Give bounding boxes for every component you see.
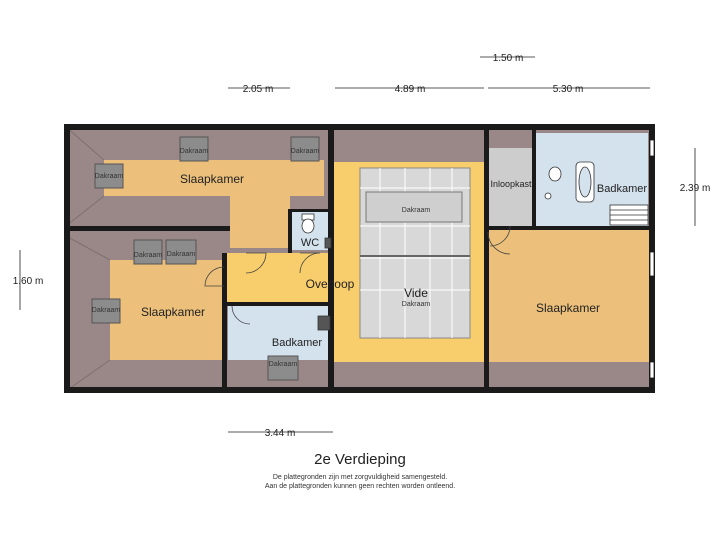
bedroom-bottom-left-floor: [110, 260, 224, 360]
disclaimer-line-1: De plattegronden zijn met zorgvuldigheid…: [272, 474, 448, 481]
skylight-label-5: Dakraam: [167, 251, 196, 258]
fixtures: [301, 161, 649, 331]
bedroom-top-left-floor: [104, 160, 324, 248]
bathtub-inner-icon: [578, 166, 592, 198]
room-label-void: Vide: [404, 286, 428, 300]
dimension-right-side: 2.39 m: [680, 183, 711, 194]
dimension-left-side: 1.60 m: [13, 276, 44, 287]
skylight-6: [91, 298, 121, 324]
skylight-3: [94, 163, 124, 189]
skylight-label-3: Dakraam: [95, 173, 124, 180]
skylight-label-4: Dakraam: [134, 252, 163, 259]
room-label-bathroom-small: Badkamer: [272, 337, 322, 349]
dimension-top-mid: 4.89 m: [395, 84, 426, 95]
room-label-walk-in-closet: Inloopkast: [490, 179, 532, 189]
skylight-label-void-bottom: Dakraam: [402, 301, 431, 308]
room-label-bathroom-right: Badkamer: [597, 183, 647, 195]
skylight-5: [165, 239, 197, 265]
disclaimer-line-2: Aan de plattegronden kunnen geen rechten…: [264, 483, 456, 490]
dimension-top-small: 1.50 m: [493, 53, 524, 64]
dimension-top-left: 2.05 m: [243, 84, 274, 95]
skylight-label-1: Dakraam: [180, 148, 209, 155]
dimension-bottom: 3.44 m: [265, 428, 296, 439]
dimension-top-right: 5.30 m: [553, 84, 584, 95]
door-swings: [204, 225, 511, 325]
skylight-label-7: Dakraam: [269, 361, 298, 368]
room-label-landing: Overloop: [306, 277, 355, 291]
floor-title: 2e Verdieping: [314, 451, 406, 468]
room-label-bedroom-bottom-left: Slaapkamer: [141, 305, 205, 319]
skylight-label-6: Dakraam: [92, 307, 121, 314]
skylight-4: [133, 239, 163, 265]
walk-in-closet-floor: [488, 148, 534, 227]
skylight-label-2: Dakraam: [291, 148, 320, 155]
dimension-lines: [19, 56, 696, 433]
skylight-1: [179, 136, 209, 162]
sink-icon: [317, 315, 331, 331]
void-skylight-band: [365, 191, 463, 223]
toilet-bowl-icon: [301, 218, 315, 234]
skylight-2: [290, 136, 320, 162]
skylight-7: [267, 355, 299, 381]
room-label-bedroom-right: Slaapkamer: [536, 301, 600, 315]
room-label-bedroom-top-left: Slaapkamer: [180, 172, 244, 186]
bedroom-right-floor: [489, 230, 650, 362]
toilet-right-icon: [548, 166, 562, 182]
skylights: [91, 136, 320, 381]
room-label-wc: WC: [301, 237, 319, 249]
skylight-label-void-top: Dakraam: [402, 207, 431, 214]
wc-sink-icon: [324, 237, 332, 249]
bathroom-small-floor: [228, 306, 332, 360]
shower-drain-icon: [544, 192, 552, 200]
windows: [649, 139, 655, 379]
